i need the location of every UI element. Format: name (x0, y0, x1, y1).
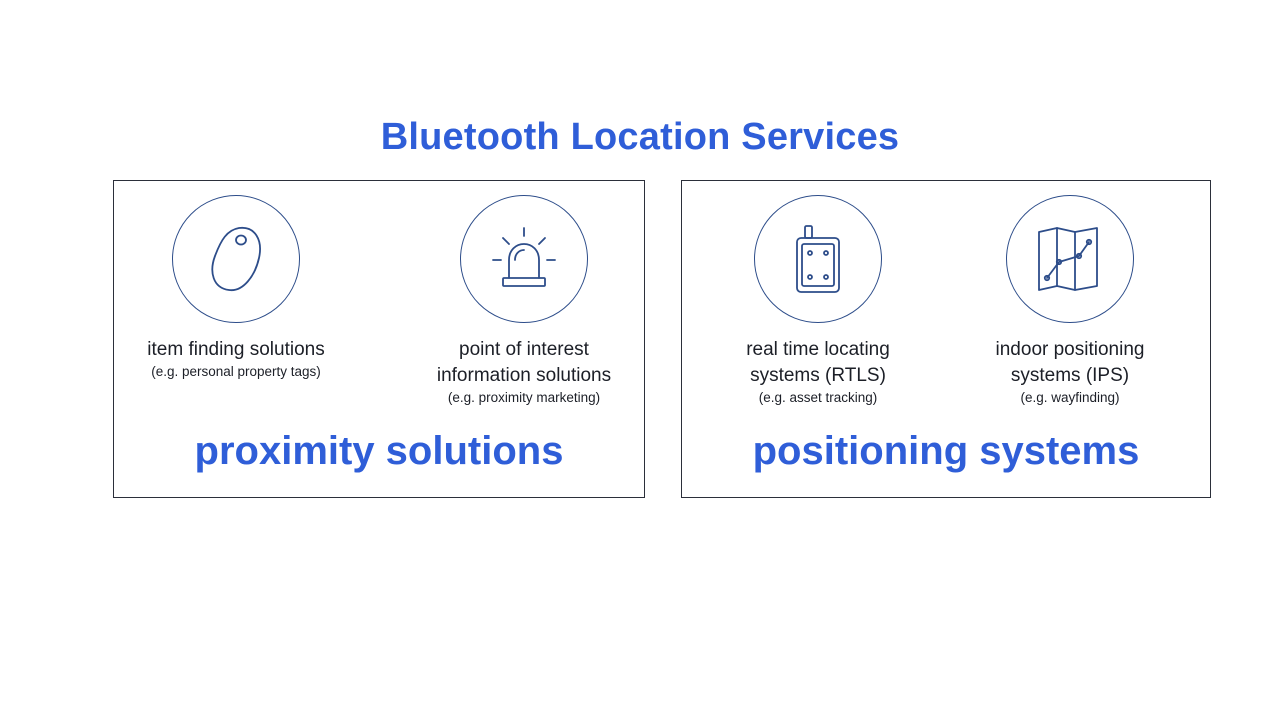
map-route-icon-circle (1006, 195, 1134, 323)
item-label: indoor positioning systems (IPS) (995, 339, 1145, 386)
beacon-light-icon (492, 227, 556, 287)
item-label: real time locating systems (RTLS) (746, 339, 890, 386)
page-title: Bluetooth Location Services (380, 116, 900, 158)
item-note: (e.g. personal property tags) (151, 364, 321, 379)
rtls-item: real time locating systems (RTLS) (e.g. … (698, 195, 938, 406)
tag-icon (211, 227, 261, 291)
tracker-device-icon-circle (754, 195, 882, 323)
item-note: (e.g. wayfinding) (1020, 390, 1120, 405)
tag-icon-circle (172, 195, 300, 323)
item-label: item finding solutions (147, 339, 325, 360)
map-route-icon (1038, 227, 1098, 291)
panel-title: positioning systems (752, 429, 1140, 473)
item-finding-solutions: item finding solutions (e.g. personal pr… (116, 195, 356, 380)
point-of-interest-solutions: point of interest information solutions … (404, 195, 644, 406)
item-note: (e.g. asset tracking) (758, 390, 878, 405)
item-label: point of interest information solutions (436, 339, 612, 386)
item-note: (e.g. proximity marketing) (447, 390, 601, 405)
panel-title: proximity solutions (194, 429, 564, 473)
proximity-solutions-panel: item finding solutions (e.g. personal pr… (113, 180, 645, 498)
tracker-device-icon (796, 225, 840, 293)
beacon-light-icon-circle (460, 195, 588, 323)
ips-item: indoor positioning systems (IPS) (e.g. w… (950, 195, 1190, 406)
positioning-systems-panel: real time locating systems (RTLS) (e.g. … (681, 180, 1211, 498)
